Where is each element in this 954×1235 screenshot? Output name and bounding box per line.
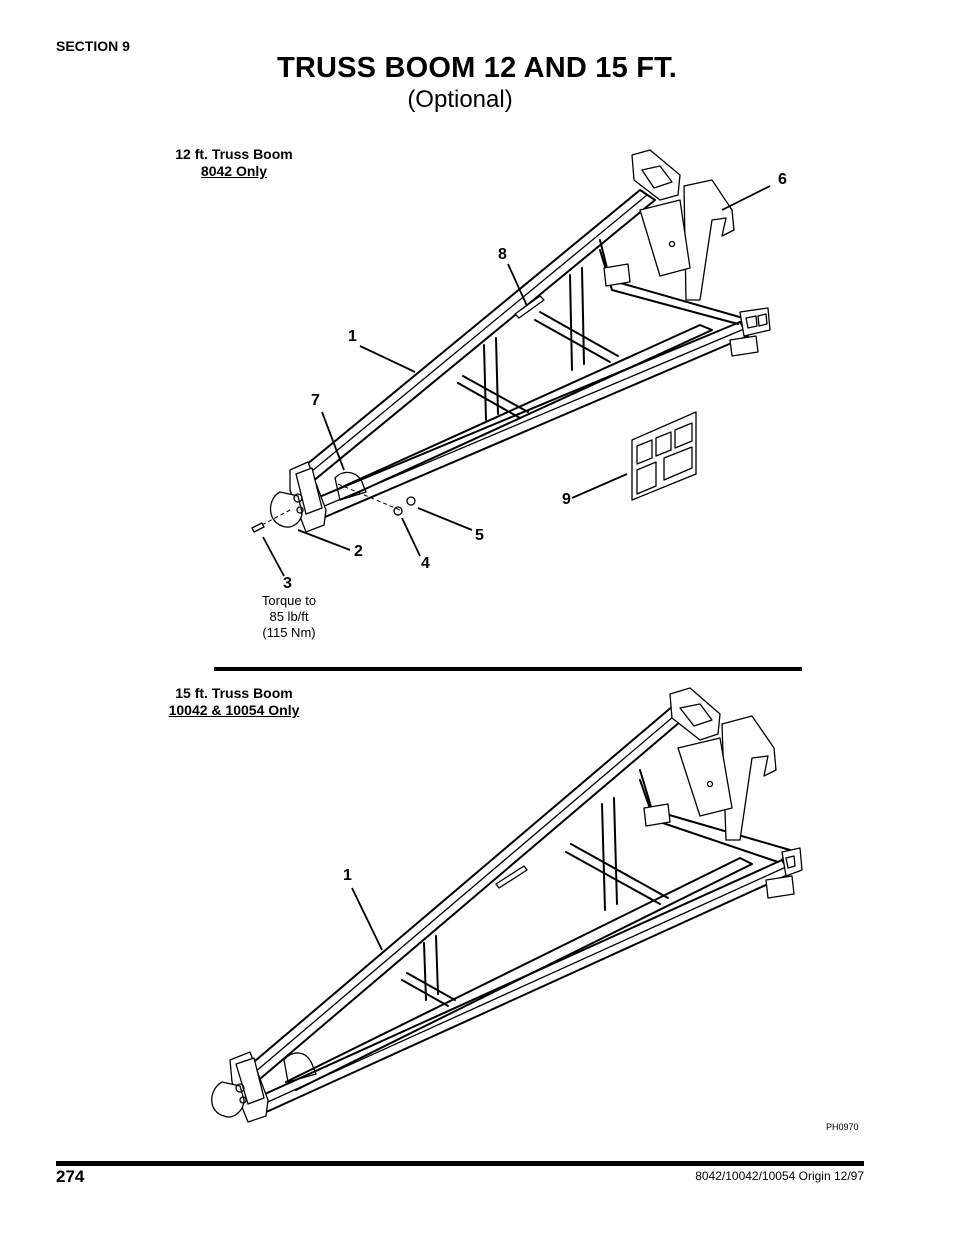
page-title: TRUSS BOOM 12 AND 15 FT. bbox=[276, 52, 678, 84]
footer-rule bbox=[56, 1161, 864, 1166]
torque-note-line1: Torque to bbox=[261, 593, 317, 608]
callout-2: 2 bbox=[354, 543, 363, 560]
callout-4: 4 bbox=[421, 555, 430, 572]
page-number: 274 bbox=[56, 1167, 85, 1186]
top-caption-line2: 8042 Only bbox=[200, 163, 268, 179]
document-origin: 8042/10042/10054 Origin 12/97 bbox=[695, 1169, 864, 1183]
page-subtitle: (Optional) bbox=[407, 86, 513, 113]
callout-8: 8 bbox=[498, 246, 507, 263]
callout-7: 7 bbox=[311, 392, 320, 409]
callout-3: 3 bbox=[283, 575, 292, 592]
callout-1-bottom: 1 bbox=[343, 867, 352, 884]
top-caption-line1: 12 ft. Truss Boom bbox=[175, 146, 293, 162]
section-label: SECTION 9 bbox=[56, 38, 130, 54]
bottom-caption-line1: 15 ft. Truss Boom bbox=[175, 685, 293, 701]
truss-boom-12ft-drawing bbox=[251, 149, 771, 577]
bottom-figure-caption: 15 ft. Truss Boom 10042 & 10054 Only bbox=[150, 685, 318, 719]
callout-9: 9 bbox=[562, 491, 571, 508]
truss-boom-15ft-drawing bbox=[211, 687, 803, 1123]
torque-note-line3: (115 Nm) bbox=[262, 625, 316, 640]
callout-6: 6 bbox=[778, 171, 787, 188]
torque-note: Torque to 85 lb/ft (115 Nm) bbox=[240, 593, 338, 641]
callout-5: 5 bbox=[475, 527, 484, 544]
torque-note-line2: 85 lb/ft bbox=[269, 609, 309, 624]
figure-divider bbox=[214, 667, 802, 671]
figure-code: PH0970 bbox=[826, 1122, 859, 1132]
top-figure-caption: 12 ft. Truss Boom 8042 Only bbox=[160, 146, 308, 180]
bottom-caption-line2: 10042 & 10054 Only bbox=[168, 702, 300, 718]
callout-1-top: 1 bbox=[348, 328, 357, 345]
